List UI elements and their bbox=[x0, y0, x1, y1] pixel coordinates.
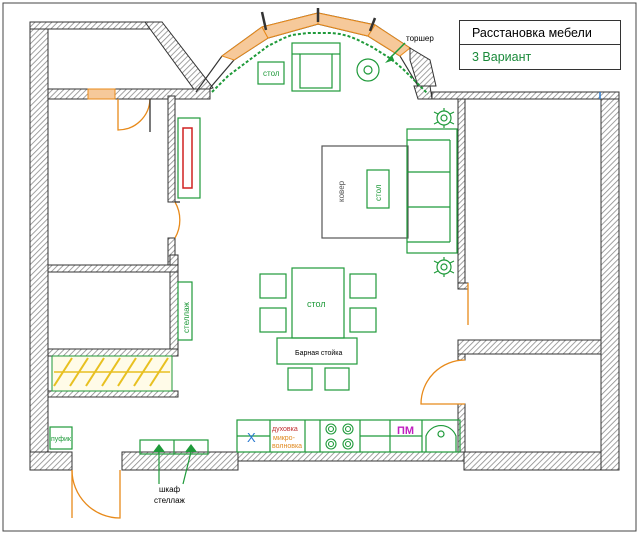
floor-lamp-label: торшер bbox=[406, 34, 434, 43]
title-main: Расстановка мебели bbox=[460, 21, 620, 45]
sofa bbox=[406, 128, 458, 254]
walls bbox=[29, 21, 620, 471]
bar-counter-label: Барная стойка bbox=[295, 349, 343, 357]
bar-counter: Барная стойка bbox=[276, 337, 358, 365]
small-table: стол bbox=[257, 61, 285, 85]
carpet-label: ковер bbox=[337, 180, 346, 202]
pufik-label: пуфик bbox=[51, 436, 72, 443]
plant-icon bbox=[433, 257, 455, 277]
side-shelf-label: стеллаж bbox=[182, 301, 191, 333]
coffee-table: стол bbox=[366, 169, 390, 209]
plant-icon bbox=[433, 108, 455, 128]
dishwasher-label: ПМ bbox=[397, 425, 414, 437]
bed-left bbox=[177, 117, 201, 199]
carpet: ковер bbox=[321, 145, 409, 239]
bottom-wardrobe bbox=[139, 439, 209, 455]
floor-lamp-arrow bbox=[385, 42, 406, 63]
dining-table: стол bbox=[291, 267, 345, 339]
oven-label: духовка bbox=[272, 426, 298, 433]
dining-chairs bbox=[259, 273, 377, 391]
sink-mark: X bbox=[247, 430, 256, 445]
bay-window bbox=[195, 8, 437, 95]
side-shelf: стеллаж bbox=[177, 281, 193, 341]
coffee-table-label: стол bbox=[374, 184, 383, 201]
floor-lamp bbox=[356, 58, 380, 82]
bottom-shelf-label: стеллаж bbox=[154, 496, 186, 505]
bottom-wardrobe-arrows bbox=[153, 444, 197, 485]
storage-shelf-yellow bbox=[51, 355, 173, 392]
wardrobe-label: шкаф bbox=[159, 485, 181, 494]
window-small-left bbox=[87, 88, 116, 100]
corner-sink bbox=[425, 424, 457, 452]
pufik: пуфик bbox=[49, 426, 73, 450]
armchair bbox=[291, 42, 341, 92]
kitchen-row bbox=[236, 419, 461, 453]
title-variant: 3 Вариант bbox=[472, 50, 532, 64]
microwave-label-1: микро- bbox=[273, 435, 296, 442]
microwave-label-2: волновка bbox=[272, 443, 302, 450]
small-table-label: стол bbox=[263, 69, 280, 78]
stove bbox=[325, 423, 354, 450]
title-box: Расстановка мебели 3 Вариант bbox=[459, 20, 621, 70]
dining-table-label: стол bbox=[307, 299, 326, 309]
